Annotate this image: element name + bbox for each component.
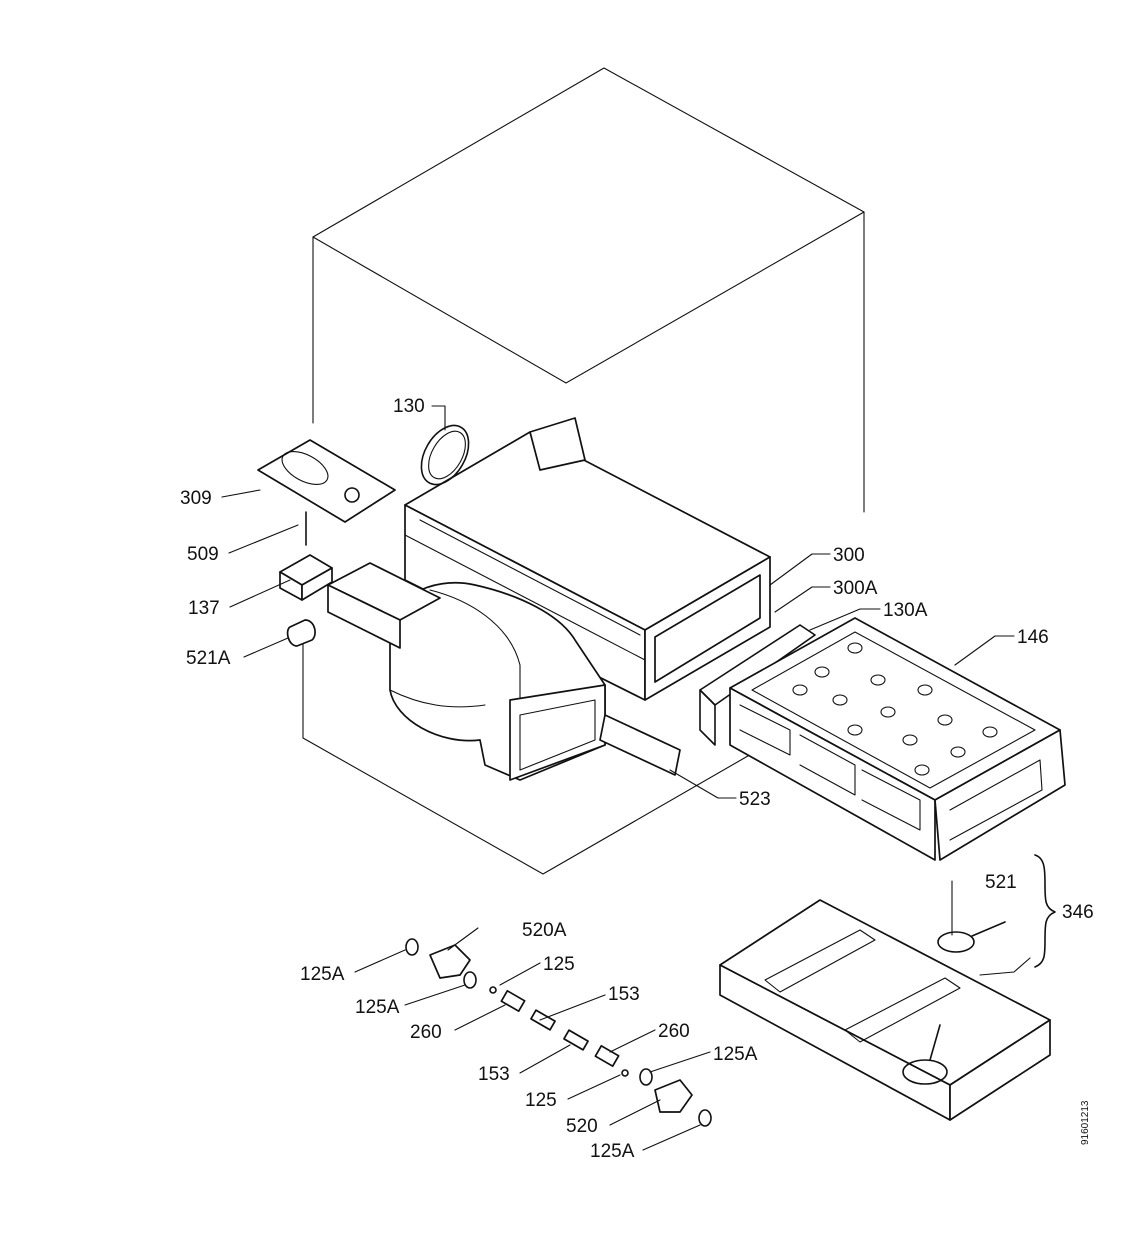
drawer-grille — [739, 704, 1043, 841]
label-300: 300 — [833, 545, 865, 566]
label-153-1: 153 — [608, 984, 640, 1005]
cabinet-outline — [302, 67, 865, 875]
label-125a-3: 125A — [713, 1044, 758, 1065]
label-521: 521 — [985, 872, 1017, 893]
rail-523 — [599, 714, 681, 776]
filter-drawer-146 — [729, 617, 1066, 861]
gasket-130 — [420, 424, 470, 486]
label-137: 137 — [188, 598, 220, 619]
label-130: 130 — [393, 396, 425, 417]
label-300a: 300A — [833, 578, 878, 599]
drawing-code: 91601213 — [1080, 1100, 1091, 1145]
label-125-1: 125 — [543, 954, 575, 975]
fan-housing — [327, 562, 606, 781]
label-520a: 520A — [522, 920, 567, 941]
drawer-holes — [792, 642, 998, 776]
label-260-1: 260 — [410, 1022, 442, 1043]
cylinder-521a — [286, 619, 316, 647]
label-346: 346 — [1062, 902, 1094, 923]
seal-130a — [699, 624, 816, 746]
label-130a: 130A — [883, 600, 928, 621]
leader-lines — [221, 405, 1031, 1151]
label-520: 520 — [566, 1116, 598, 1137]
cover-309 — [257, 439, 396, 523]
label-260-2: 260 — [658, 1021, 690, 1042]
valve-parts — [405, 938, 712, 1127]
brace-346 — [1034, 854, 1056, 968]
part-labels: 130 309 509 137 521A 300 300A 130A 146 5… — [180, 396, 1094, 1162]
block-137 — [279, 554, 333, 601]
label-509: 509 — [187, 544, 219, 565]
label-309: 309 — [180, 488, 212, 509]
label-125a-1: 125A — [300, 964, 345, 985]
label-146: 146 — [1017, 627, 1049, 648]
label-125a-2: 125A — [355, 997, 400, 1018]
label-523: 523 — [739, 789, 771, 810]
label-125a-4: 125A — [590, 1141, 635, 1162]
label-521a: 521A — [186, 648, 231, 669]
spoon-521 — [937, 921, 1006, 953]
label-125-2: 125 — [525, 1090, 557, 1111]
water-container-346 — [719, 899, 1051, 1121]
label-153-2: 153 — [478, 1064, 510, 1085]
